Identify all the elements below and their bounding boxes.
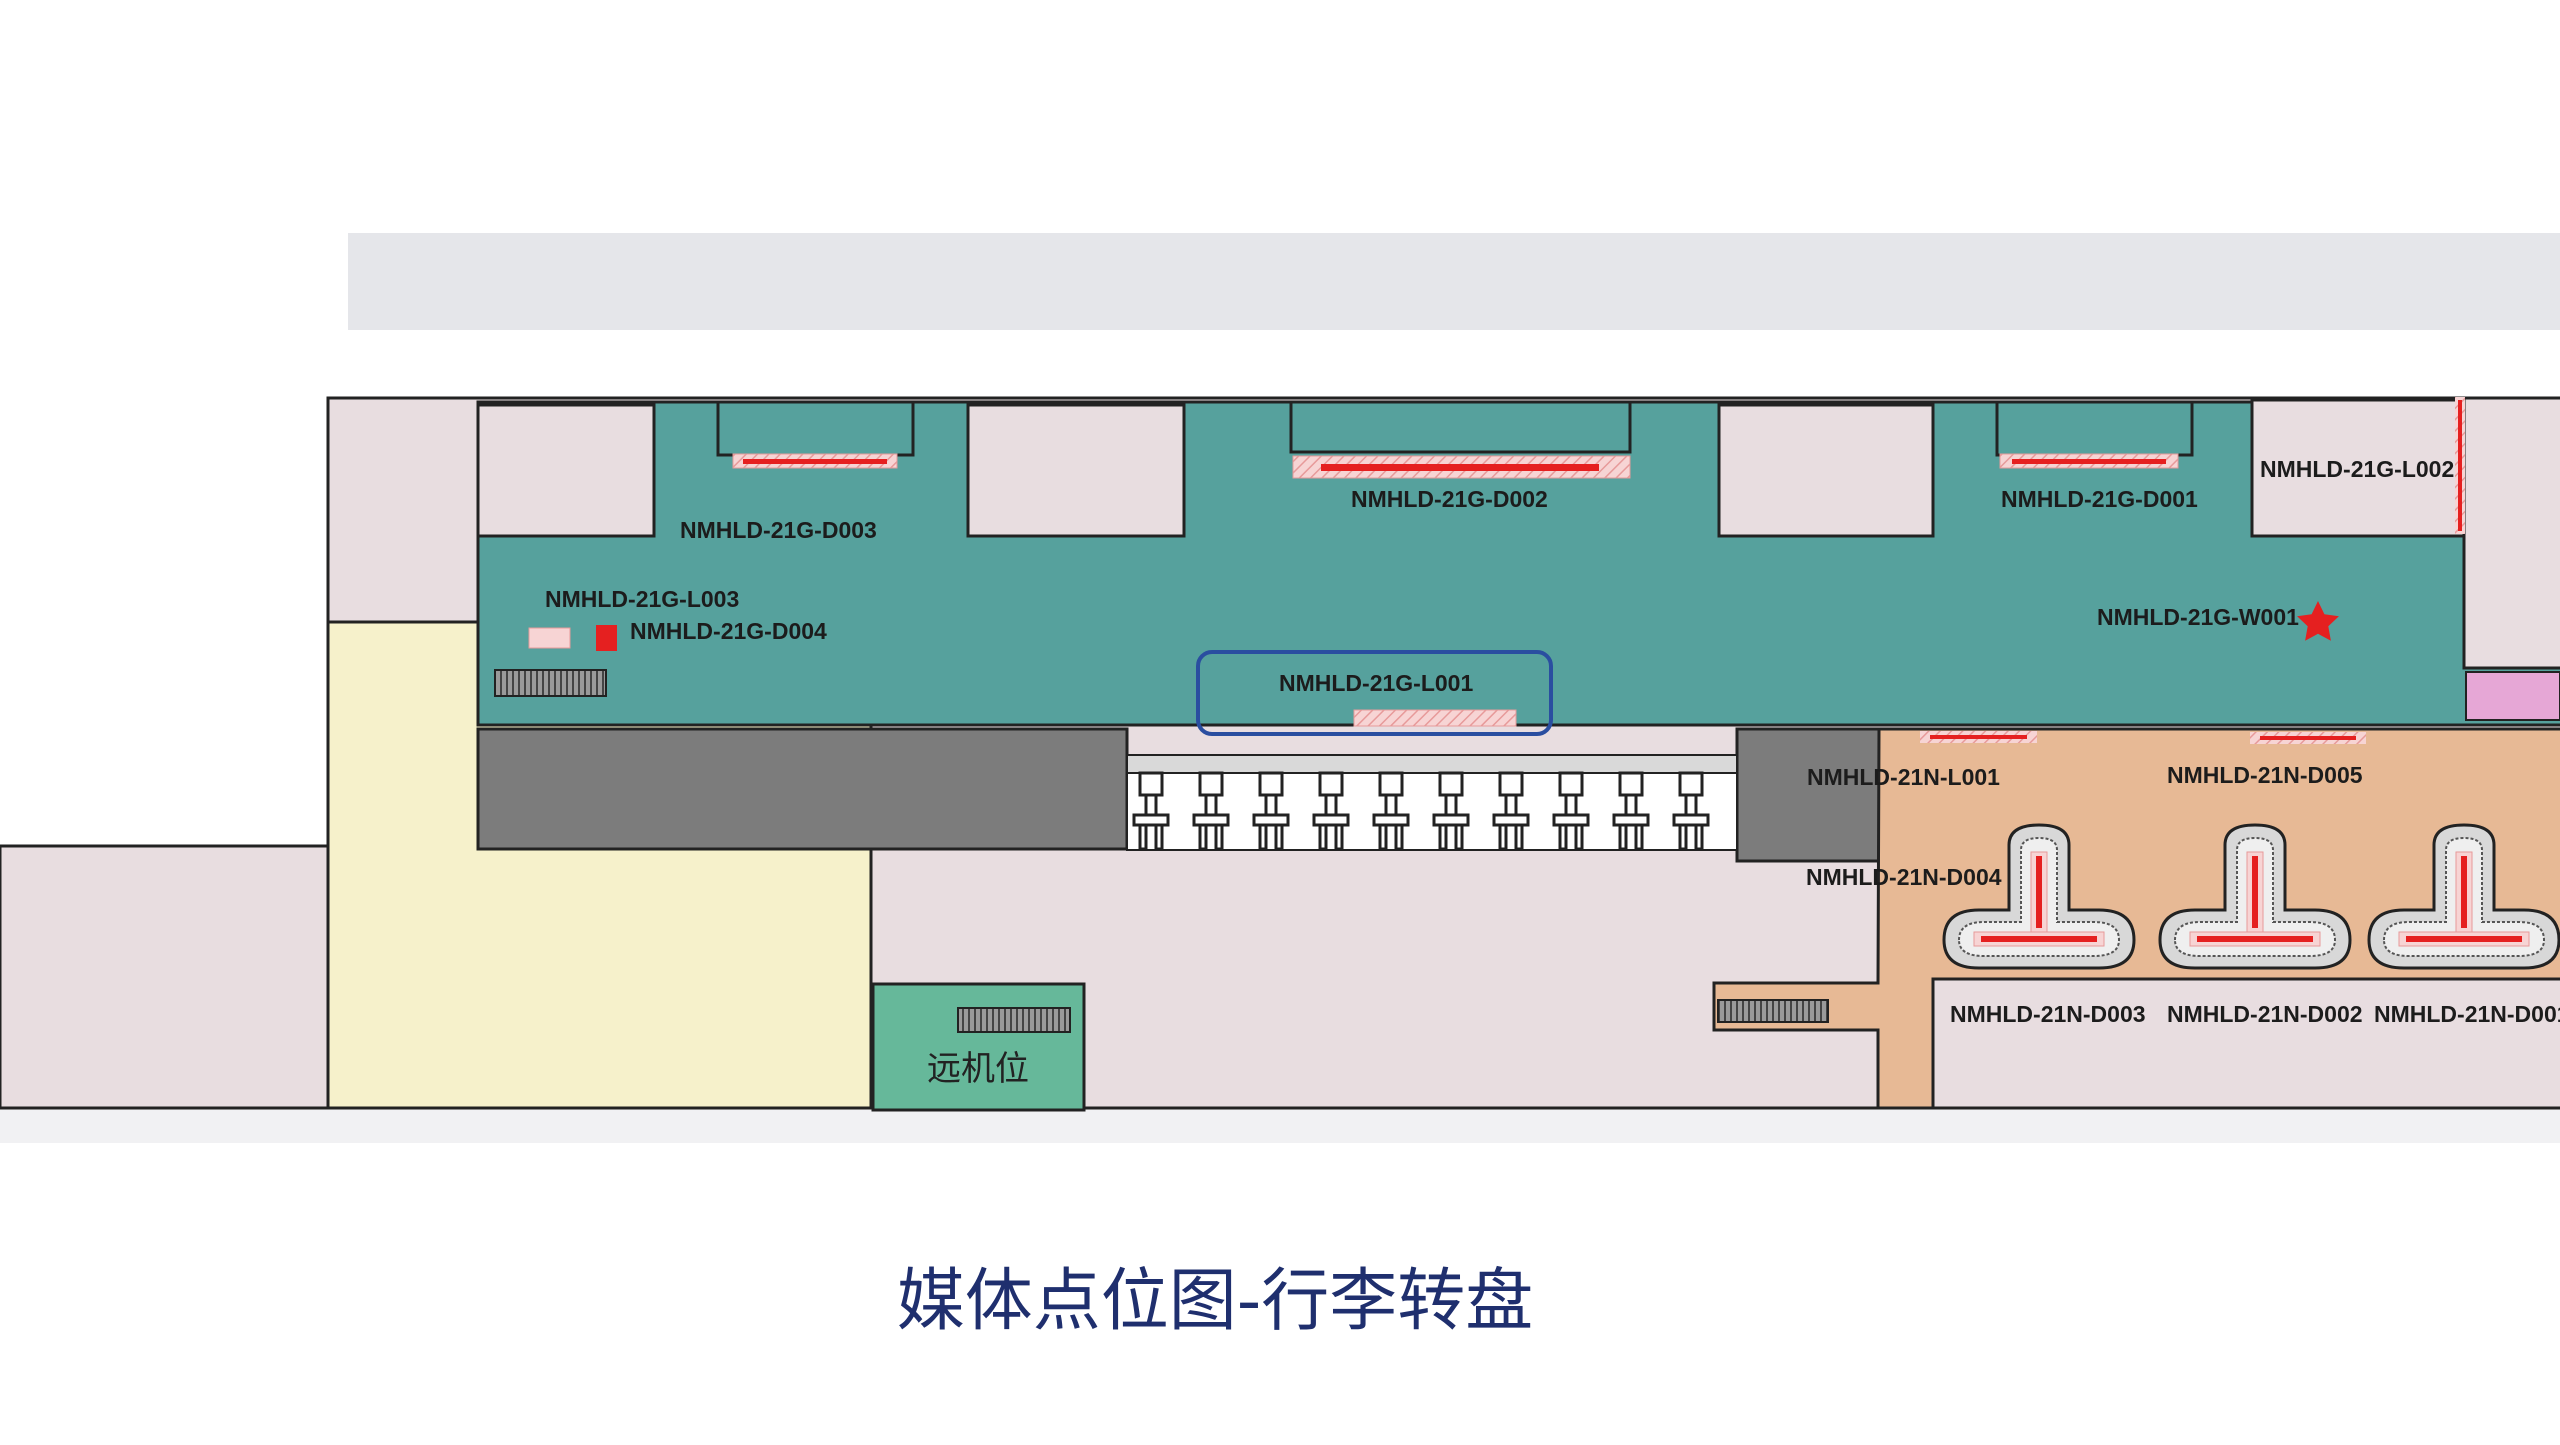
media-strip-d003-inner [743, 459, 887, 464]
label-n-d002: NMHLD-21N-D002 [2167, 1001, 2363, 1027]
media-marker-d004 [596, 625, 617, 651]
alcove-d002 [1289, 400, 1632, 454]
label-g-l003: NMHLD-21G-L003 [545, 586, 739, 612]
media-strip-d001-inner [2012, 459, 2166, 464]
top-corridor-band [348, 233, 2560, 330]
gate-units [1132, 771, 1710, 851]
gate-unit [1432, 771, 1470, 851]
left-room [0, 844, 331, 1110]
label-n-d005: NMHLD-21N-D005 [2167, 762, 2363, 788]
gate-unit [1372, 771, 1410, 851]
gate-unit [1252, 771, 1290, 851]
baggage-carousel-icon [2367, 823, 2560, 970]
baggage-carousel-icon [1942, 823, 2136, 970]
bottom-band [0, 1107, 2560, 1143]
media-strip-n-d005-inner [2260, 736, 2356, 740]
media-strip-l001 [1353, 709, 1517, 727]
label-n-d001: NMHLD-21N-D001 [2374, 1001, 2560, 1027]
room-3 [1717, 403, 1935, 538]
label-g-d002: NMHLD-21G-D002 [1351, 486, 1548, 512]
baggage-carousels [1942, 823, 2560, 970]
gate-unit [1552, 771, 1590, 851]
arrival-zone-room [1931, 977, 2560, 1110]
remote-stand-label: 远机位 [927, 1049, 1029, 1089]
room-right-edge [2462, 396, 2560, 670]
baggage-carousel-icon [2158, 823, 2352, 970]
media-strip-d002-inner [1321, 464, 1599, 471]
room-2 [966, 403, 1186, 538]
label-g-w001: NMHLD-21G-W001 [2097, 604, 2299, 630]
right-edge-marker [2465, 671, 2560, 721]
grey-service-block-right [1735, 727, 1882, 863]
l001-highlight-box [1196, 650, 1553, 736]
escalator-icon [494, 669, 607, 697]
label-g-l002: NMHLD-21G-L002 [2260, 456, 2454, 482]
escalator-icon [1717, 999, 1829, 1023]
gate-unit [1192, 771, 1230, 851]
gate-unit [1672, 771, 1710, 851]
gate-unit [1132, 771, 1170, 851]
label-g-l001: NMHLD-21G-L001 [1279, 670, 1473, 696]
gate-unit [1612, 771, 1650, 851]
grey-service-block-left [476, 727, 1129, 851]
label-g-d001: NMHLD-21G-D001 [2001, 486, 2198, 512]
alcove-d001 [1995, 400, 2194, 457]
escalator-icon [957, 1007, 1071, 1033]
map-caption: 媒体点位图-行李转盘 [896, 1262, 1534, 1341]
media-marker-l003 [528, 627, 571, 649]
label-g-d004: NMHLD-21G-D004 [630, 618, 827, 644]
remote-stand-room [871, 982, 1086, 1112]
label-n-l001: NMHLD-21N-L001 [1807, 764, 2000, 790]
gate-unit [1492, 771, 1530, 851]
room-1 [476, 403, 656, 538]
gate-unit [1312, 771, 1350, 851]
room-4 [2250, 398, 2466, 538]
label-n-d004: NMHLD-21N-D004 [1806, 864, 2002, 890]
media-strip-l002-inner [2458, 400, 2462, 531]
alcove-d003 [716, 400, 915, 457]
media-strip-n-l001-inner [1930, 735, 2027, 739]
star-icon [2297, 601, 2339, 641]
label-g-d003: NMHLD-21G-D003 [680, 517, 877, 543]
label-n-d003: NMHLD-21N-D003 [1950, 1001, 2146, 1027]
